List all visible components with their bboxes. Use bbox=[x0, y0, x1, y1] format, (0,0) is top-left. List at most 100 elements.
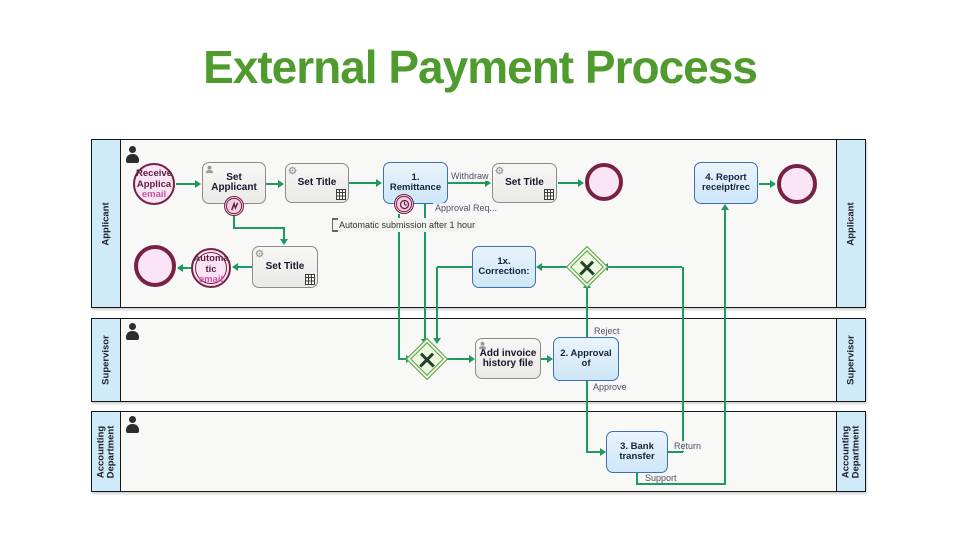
flow-segment bbox=[398, 214, 400, 360]
flow-segment bbox=[266, 183, 278, 185]
task-approval: 2. Approval of bbox=[553, 337, 619, 381]
flow-segment bbox=[444, 358, 469, 360]
flow-segment bbox=[238, 266, 252, 268]
arrowhead-down bbox=[280, 239, 288, 245]
arrowhead-right bbox=[578, 179, 584, 187]
grid-icon bbox=[336, 189, 346, 200]
clock-icon bbox=[399, 199, 409, 209]
arrowhead-up bbox=[721, 204, 729, 210]
task-label: Add invoice history file bbox=[479, 347, 537, 369]
text-annotation: Automatic submission after 1 hour bbox=[332, 218, 480, 232]
exclusive-gateway-supervisor bbox=[405, 337, 449, 381]
end-event-withdrawn bbox=[585, 163, 623, 201]
pool-accounting: Accounting Department Accounting Departm… bbox=[91, 411, 866, 492]
flow-label-withdraw: Withdraw bbox=[449, 171, 491, 181]
flow-segment bbox=[682, 267, 684, 452]
task-add-invoice-history-file: Add invoice history file bbox=[475, 338, 541, 379]
flow-segment bbox=[283, 227, 285, 239]
flow-label-approve: Approve bbox=[591, 382, 629, 392]
task-report-receipt: 4. Report receipt/rec bbox=[694, 162, 758, 204]
flow-segment bbox=[233, 216, 235, 228]
arrowhead-right bbox=[770, 180, 776, 188]
flow-segment bbox=[541, 358, 547, 360]
task-bank-transfer: 3. Bank transfer bbox=[606, 431, 668, 473]
arrowhead-right bbox=[376, 179, 382, 187]
task-label: Set Applicant bbox=[211, 172, 257, 193]
flow-segment bbox=[608, 266, 682, 268]
person-icon bbox=[205, 165, 214, 174]
flow-label-return: Return bbox=[672, 441, 704, 451]
task-label: Set Title bbox=[505, 177, 544, 188]
flow-label-approval-req: Approval Req... bbox=[433, 203, 500, 213]
end-event-completed bbox=[777, 164, 817, 204]
task-set-applicant: Set Applicant bbox=[202, 162, 266, 204]
flow-segment bbox=[424, 204, 426, 339]
flow-segment bbox=[176, 183, 195, 185]
gear-icon bbox=[255, 249, 264, 258]
task-correction: 1x. Correction: bbox=[472, 246, 536, 288]
flow-segment bbox=[233, 227, 285, 229]
flow-segment bbox=[636, 473, 638, 484]
arrowhead-right bbox=[600, 448, 606, 456]
arrowhead-right bbox=[485, 179, 491, 187]
flow-segment bbox=[448, 182, 485, 184]
person-icon bbox=[126, 146, 139, 163]
flow-segment bbox=[586, 381, 588, 452]
arrowhead-down bbox=[433, 338, 441, 344]
task-label: Set Title bbox=[265, 261, 305, 272]
end-event-error bbox=[134, 245, 176, 287]
flow-segment bbox=[542, 266, 572, 268]
task-label: 1. Remittance bbox=[389, 172, 442, 193]
flow-segment bbox=[436, 267, 438, 338]
flow-segment bbox=[586, 451, 600, 453]
person-icon bbox=[478, 341, 487, 350]
lightning-icon bbox=[230, 201, 238, 210]
gear-icon bbox=[288, 166, 297, 175]
lane-header-accounting-right: Accounting Department bbox=[836, 412, 865, 491]
flow-segment bbox=[349, 182, 376, 184]
flow-segment bbox=[437, 266, 472, 268]
lane-header-supervisor-left: Supervisor bbox=[92, 319, 121, 401]
flow-segment bbox=[183, 267, 191, 269]
flow-segment bbox=[558, 182, 578, 184]
task-label: 2. Approval of bbox=[560, 348, 612, 369]
arrowhead-left bbox=[177, 264, 183, 272]
flow-segment bbox=[759, 183, 770, 185]
task-label: Set Title bbox=[297, 177, 337, 188]
task-label: 3. Bank transfer bbox=[619, 441, 655, 462]
person-icon bbox=[126, 323, 139, 340]
task-set-title-after-withdraw: Set Title bbox=[492, 163, 557, 203]
task-remittance: 1. Remittance bbox=[383, 162, 448, 204]
arrowhead-right bbox=[195, 180, 201, 188]
flow-segment bbox=[668, 451, 683, 453]
timer-boundary-event bbox=[394, 194, 414, 214]
arrowhead-right bbox=[469, 355, 475, 363]
exclusive-gateway-merge bbox=[565, 245, 609, 289]
lane-header-applicant-left: Applicant bbox=[92, 140, 121, 307]
grid-icon bbox=[305, 274, 315, 285]
start-event-receive-application bbox=[133, 163, 175, 205]
arrowhead-left bbox=[232, 263, 238, 271]
person-icon bbox=[126, 416, 139, 433]
lane-header-supervisor-right: Supervisor bbox=[836, 319, 865, 401]
flow-segment bbox=[724, 210, 726, 484]
arrowhead-left bbox=[536, 263, 542, 271]
gear-icon bbox=[495, 166, 504, 175]
flow-label-reject: Reject bbox=[592, 326, 622, 336]
lane-header-accounting-left: Accounting Department bbox=[92, 412, 121, 491]
flow-segment bbox=[586, 288, 588, 337]
task-label: 4. Report receipt/rec bbox=[701, 172, 751, 193]
flow-segment bbox=[636, 483, 726, 485]
lane-header-applicant-right: Applicant bbox=[836, 140, 865, 307]
error-boundary-event bbox=[224, 196, 244, 216]
arrowhead-right bbox=[278, 180, 284, 188]
page-title: External Payment Process bbox=[203, 41, 758, 93]
flow-segment bbox=[398, 358, 406, 360]
task-set-title-row2: Set Title bbox=[252, 246, 318, 288]
flow-label-support: Support bbox=[643, 473, 679, 483]
task-label: 1x. Correction: bbox=[478, 256, 530, 277]
intermediate-event-automatic-email bbox=[191, 248, 231, 288]
task-set-title-1: Set Title bbox=[285, 163, 349, 203]
